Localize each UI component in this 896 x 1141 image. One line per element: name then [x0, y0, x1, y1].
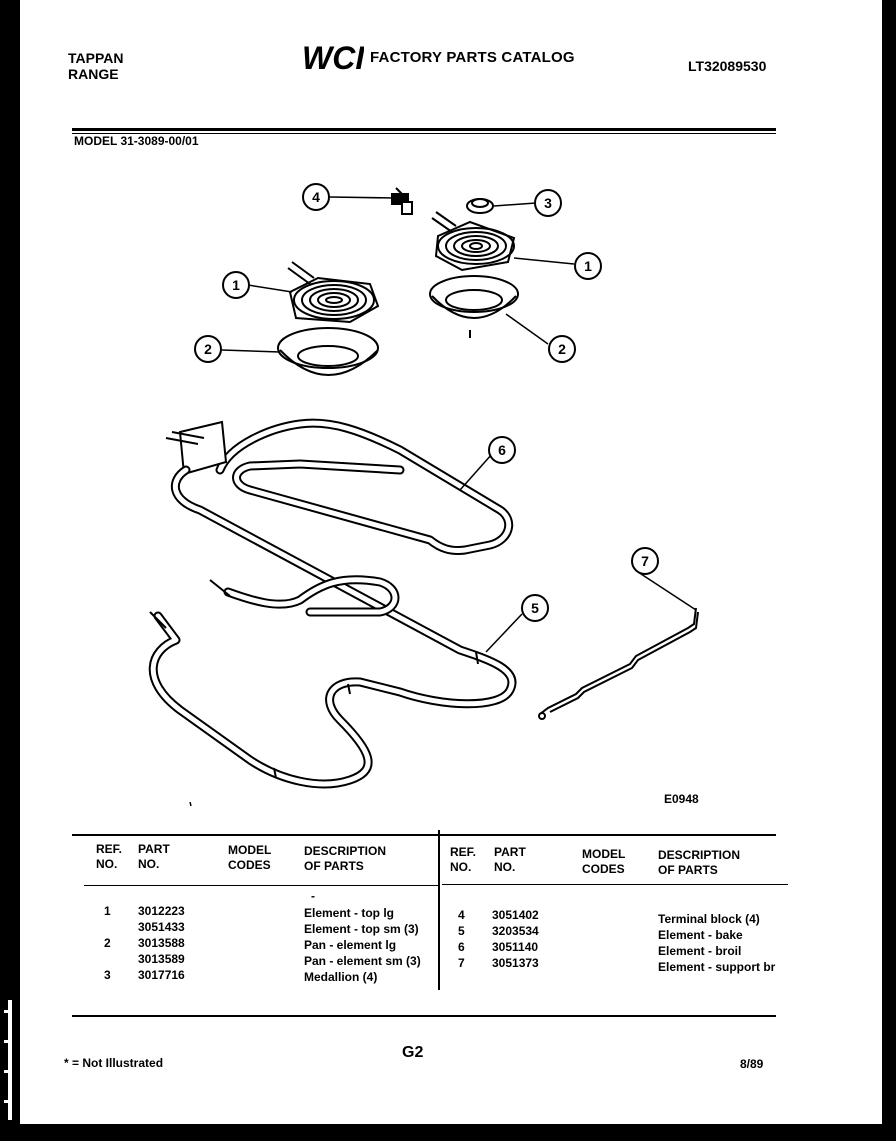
table-row-part: 3051140: [492, 940, 539, 954]
catalog-date: 8/89: [740, 1057, 764, 1071]
table-row-ref: 5: [458, 924, 465, 938]
table-bottom-rule: [72, 1015, 776, 1017]
table-row-desc: Element - broil: [658, 944, 742, 958]
drip-pan-left: [277, 327, 379, 376]
callout-label-2-right: 2: [558, 341, 566, 357]
logo-text: WCI: [302, 42, 364, 72]
table-row-part: 3051433: [138, 920, 185, 934]
callout-label-1-left: 1: [232, 277, 240, 293]
binding-edge: [4, 1000, 12, 1120]
table-row-ref: 7: [458, 956, 465, 970]
table-row-ref: 1: [104, 904, 111, 918]
table-row-ref: [104, 919, 111, 935]
table-row-desc: Pan - element lg: [304, 938, 397, 952]
right-ref-column: 4 5 6 7: [458, 907, 465, 971]
wci-logo: WCI: [302, 42, 364, 72]
bake-terminals: [149, 579, 479, 779]
table-row-ref: [104, 951, 111, 967]
page-number: G2: [402, 1044, 424, 1061]
table-row-ref: 4: [458, 908, 465, 922]
callout-label-1-right: 1: [584, 258, 592, 274]
callout-5: [521, 594, 549, 622]
dash-mark: -: [311, 889, 315, 903]
leader-lines: [221, 196, 697, 653]
callout-6: [488, 436, 516, 464]
hdr-ref-no-left: REF.NO.: [96, 842, 123, 871]
callout-label-6: 6: [498, 442, 506, 458]
catalog-number: LT32089530: [688, 58, 767, 74]
callout-label-4: 4: [312, 189, 320, 205]
terminal-block-part: [391, 187, 413, 215]
right-part-column: 3051402 3203534 3051140 3051373: [492, 907, 539, 971]
table-row-desc: Medallion (4): [304, 970, 378, 984]
callout-4: [302, 183, 330, 211]
element-support-bracket: [538, 607, 699, 720]
catalog-page: [20, 0, 882, 1124]
medallion-part: [466, 198, 494, 214]
catalog-title: FACTORY PARTS CATALOG: [370, 48, 575, 66]
table-row-part: 3012223: [138, 904, 185, 918]
model-number: MODEL 31-3089-00/01: [74, 134, 199, 148]
table-row-desc: Terminal block (4): [658, 912, 760, 926]
callout-2-right: [548, 335, 576, 363]
not-illustrated-note: * = Not Illustrated: [64, 1056, 164, 1070]
catalog-header: WCI FACTORY PARTS CATALOG: [302, 40, 575, 74]
callout-3: [534, 189, 562, 217]
right-desc-column: Terminal block (4) Element - bake Elemen…: [658, 911, 775, 975]
table-row-desc: Element - support br: [658, 960, 776, 974]
left-desc-column: Element - top lg Element - top sm (3) Pa…: [304, 905, 421, 985]
table-divider: [438, 830, 440, 990]
stray-mark: [189, 801, 192, 807]
callout-2-left: [194, 335, 222, 363]
figure-code: E0948: [664, 792, 699, 806]
callout-label-7: 7: [641, 553, 649, 569]
hdr-ref-no-right: REF.NO.: [450, 845, 477, 874]
brand-name: TAPPAN: [68, 50, 124, 66]
product-type: RANGE: [68, 66, 119, 82]
table-row-part: 3203534: [492, 924, 539, 938]
table-row-part: 3051373: [492, 956, 539, 970]
callout-label-3: 3: [544, 195, 552, 211]
table-row-part: 3051402: [492, 908, 539, 922]
brand-block: TAPPAN RANGE: [68, 50, 123, 82]
left-ref-column: 1 2 3: [104, 903, 111, 983]
table-row-ref: 2: [104, 936, 111, 950]
callout-7: [631, 547, 659, 575]
drip-pan-right: [429, 275, 519, 338]
callout-label-5: 5: [531, 600, 539, 616]
table-row-ref: 6: [458, 940, 465, 954]
header-rule-thin: [72, 133, 776, 134]
surface-element-right: [431, 211, 516, 272]
table-row-desc: Element - bake: [658, 928, 743, 942]
table-header-rule-right: [442, 884, 788, 885]
broil-bracket: [165, 420, 228, 476]
table-row-desc: Pan - element sm (3): [304, 954, 421, 968]
table-row-desc: Element - top lg: [304, 906, 394, 920]
callout-1-right: [574, 252, 602, 280]
broil-element: [215, 418, 514, 555]
table-row-part: 3013589: [138, 952, 185, 966]
table-row-desc: Element - top sm (3): [304, 922, 419, 936]
header-rule: [72, 128, 776, 131]
table-row-part: 3017716: [138, 968, 185, 982]
table-row-ref: 3: [104, 968, 111, 982]
surface-element-left: [287, 261, 380, 324]
table-header-rule-left: [84, 885, 438, 886]
callout-label-2-left: 2: [204, 341, 212, 357]
callout-1-left: [222, 271, 250, 299]
left-part-column: 3012223 3051433 3013588 3013589 3017716: [138, 903, 185, 983]
table-top-rule: [72, 834, 776, 836]
table-row-part: 3013588: [138, 936, 185, 950]
